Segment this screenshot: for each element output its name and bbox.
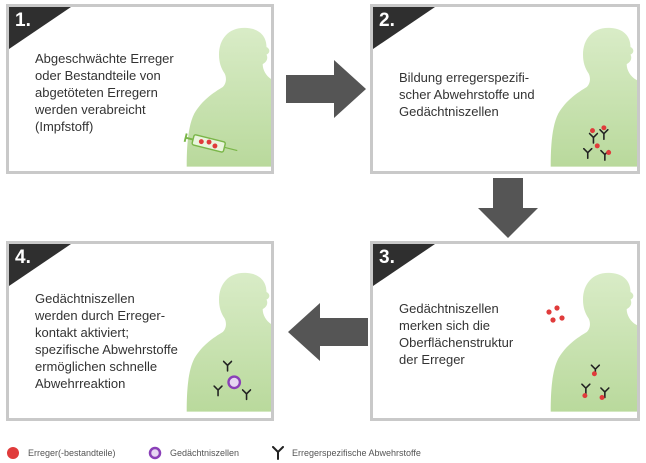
step-panel-4: 4. Gedächtniszellen werden durch Erreger… — [6, 241, 274, 421]
legend-label: Erreger(-bestandteile) — [28, 448, 116, 458]
arrow-left-icon — [288, 303, 368, 361]
pathogen-dot-icon — [559, 315, 565, 321]
pathogen-dot-icon — [7, 447, 19, 459]
body-silhouette-figure — [181, 262, 274, 419]
syringe-icon — [183, 133, 238, 153]
step-number: 1. — [15, 10, 31, 31]
legend-item-pathogen: Erreger(-bestandteile) — [6, 444, 116, 462]
pathogen-dot-icon — [546, 309, 552, 315]
step-panel-2: 2. Bildung erregerspezifi- scher Abwehrs… — [370, 4, 640, 174]
body-silhouette-figure — [545, 262, 640, 419]
step-number: 2. — [379, 10, 395, 31]
step-description: Bildung erregerspezifi- scher Abwehrstof… — [399, 70, 535, 119]
antibody-icon — [272, 446, 284, 460]
arrow-down-icon — [478, 178, 538, 238]
step-description: Abgeschwächte Erreger oder Bestandteile … — [35, 51, 174, 134]
pathogen-dot-icon — [550, 317, 556, 323]
step-panel-3: 3. Gedächtniszellen merken sich die Ober… — [370, 241, 640, 421]
pathogen-dot-icon — [582, 393, 588, 399]
memory-cell-icon — [148, 446, 162, 460]
legend-item-memory-cells: Gedächtniszellen — [148, 444, 239, 462]
pathogen-dot-icon — [599, 395, 605, 400]
body-silhouette-figure — [183, 17, 274, 174]
step-panel-1: 1. Abgeschwächte Erreger oder Bestandtei… — [6, 4, 274, 174]
pathogen-dot-icon — [590, 128, 595, 134]
pathogen-dot-icon — [591, 371, 597, 377]
step-number-badge — [373, 244, 435, 286]
body-silhouette-figure — [545, 17, 640, 174]
legend: Erreger(-bestandteile) Gedächtniszellen … — [0, 444, 646, 462]
pathogen-dot-icon — [601, 125, 607, 131]
step-number-badge — [9, 7, 71, 49]
step-number: 4. — [15, 247, 31, 268]
step-number-badge — [373, 7, 435, 49]
step-description: Gedächtniszellen merken sich die Oberflä… — [399, 301, 514, 367]
pathogen-dot-icon — [594, 143, 600, 149]
pathogen-dot-icon — [606, 150, 612, 155]
pathogen-cluster — [546, 305, 565, 323]
step-number-badge — [9, 244, 71, 286]
step-number: 3. — [379, 247, 395, 268]
pathogen-dot-icon — [554, 305, 560, 311]
memory-cell-icon — [227, 375, 242, 390]
step-description: Gedächtniszellen werden durch Erreger- k… — [35, 291, 178, 391]
arrow-right-icon — [286, 60, 366, 118]
legend-label: Erregerspezifische Abwehrstoffe — [292, 448, 421, 458]
legend-label: Gedächtniszellen — [170, 448, 240, 458]
legend-item-antibodies: Erregerspezifische Abwehrstoffe — [272, 444, 421, 462]
